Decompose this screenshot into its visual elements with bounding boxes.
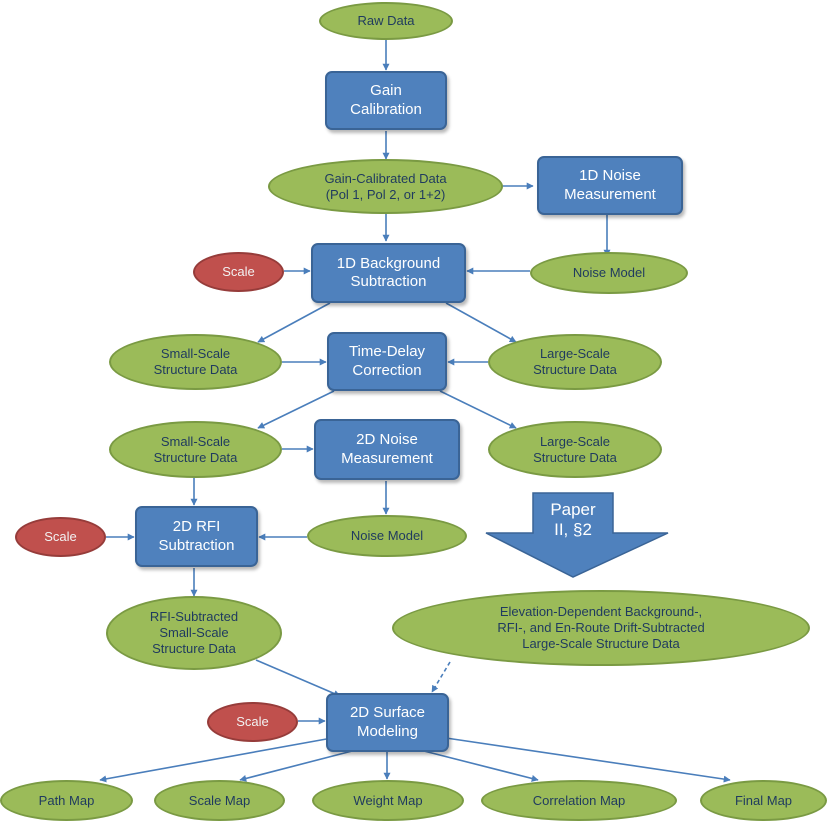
weight-map-node: Weight Map: [312, 780, 464, 821]
link-surface-to-scale-map: [239, 749, 357, 782]
link-bg1d-to-large1: [445, 302, 517, 343]
noise-model-node-2: Noise Model: [307, 515, 467, 557]
noise-1d-measurement-node: 1D Noise Measurement: [537, 156, 683, 215]
link-elevation-to-surface: [431, 661, 451, 693]
scale-node-1: Scale: [193, 252, 284, 292]
link-surface-to-final: [445, 737, 731, 783]
2d-surface-modeling-node: 2D Surface Modeling: [326, 693, 449, 752]
link-timedelay-to-large2: [439, 390, 517, 429]
link-surface-to-correlation: [419, 749, 539, 782]
paper-block-arrow: [485, 492, 669, 578]
elevation-dependent-data-node: Elevation-Dependent Background-, RFI-, a…: [392, 590, 810, 666]
link-surface-to-path: [99, 737, 333, 783]
scale-node-3: Scale: [207, 702, 298, 742]
large-scale-structure-data-node-2: Large-Scale Structure Data: [488, 421, 662, 478]
time-delay-correction-node: Time-Delay Correction: [327, 332, 447, 391]
path-map-node: Path Map: [0, 780, 133, 821]
small-scale-structure-data-node-2: Small-Scale Structure Data: [109, 421, 282, 478]
link-rfisubtracted-to-surface: [255, 659, 341, 697]
link-bg1d-to-small1: [257, 302, 331, 343]
noise-model-node-1: Noise Model: [530, 252, 688, 294]
raw-data-node: Raw Data: [319, 2, 453, 40]
small-scale-structure-data-node-1: Small-Scale Structure Data: [109, 334, 282, 390]
large-scale-structure-data-node-1: Large-Scale Structure Data: [488, 334, 662, 390]
1d-background-subtraction-node: 1D Background Subtraction: [311, 243, 466, 303]
link-timedelay-to-small2: [257, 390, 335, 429]
gain-calibrated-data-node: Gain-Calibrated Data (Pol 1, Pol 2, or 1…: [268, 159, 503, 214]
final-map-node: Final Map: [700, 780, 827, 821]
correlation-map-node: Correlation Map: [481, 780, 677, 821]
2d-rfi-subtraction-node: 2D RFI Subtraction: [135, 506, 258, 567]
2d-noise-measurement-node: 2D Noise Measurement: [314, 419, 460, 480]
scale-node-2: Scale: [15, 517, 106, 557]
gain-calibration-node: Gain Calibration: [325, 71, 447, 130]
rfi-subtracted-data-node: RFI-Subtracted Small-Scale Structure Dat…: [106, 596, 282, 670]
scale-map-node: Scale Map: [154, 780, 285, 821]
paper-arrow-label: Paper II, §2: [550, 500, 596, 540]
